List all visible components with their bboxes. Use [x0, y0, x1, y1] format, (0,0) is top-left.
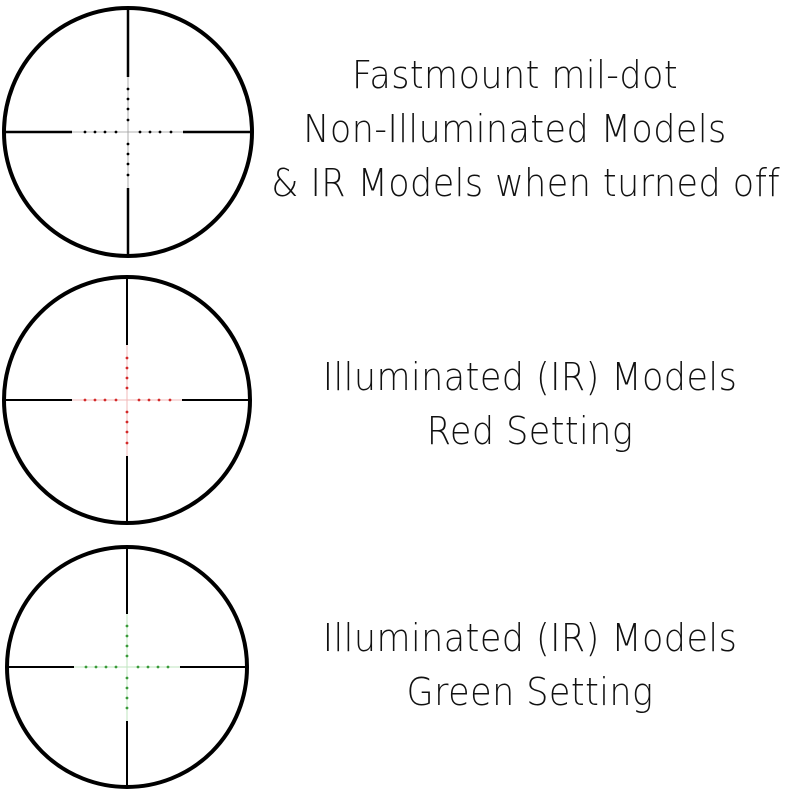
- caption-red-setting: Illuminated (IR) Models Red Setting: [309, 350, 751, 458]
- caption-line: & IR Models when turned off: [271, 161, 781, 205]
- caption-line: Fastmount mil-dot: [351, 53, 679, 97]
- caption-line: Illuminated (IR) Models: [322, 616, 738, 660]
- caption-line: Non-Illuminated Models: [303, 107, 727, 151]
- caption-line: Illuminated (IR) Models: [322, 355, 738, 399]
- mil-dot-reticle-green-icon: [5, 545, 249, 789]
- caption-line: Green Setting: [406, 670, 654, 714]
- caption-line: Red Setting: [426, 409, 634, 453]
- mil-dot-reticle-red-icon: [2, 275, 252, 525]
- caption-green-setting: Illuminated (IR) Models Green Setting: [309, 611, 751, 719]
- mil-dot-reticle-black-icon: [2, 6, 254, 258]
- caption-non-illuminated: Fastmount mil-dot Non-Illuminated Models…: [271, 48, 781, 210]
